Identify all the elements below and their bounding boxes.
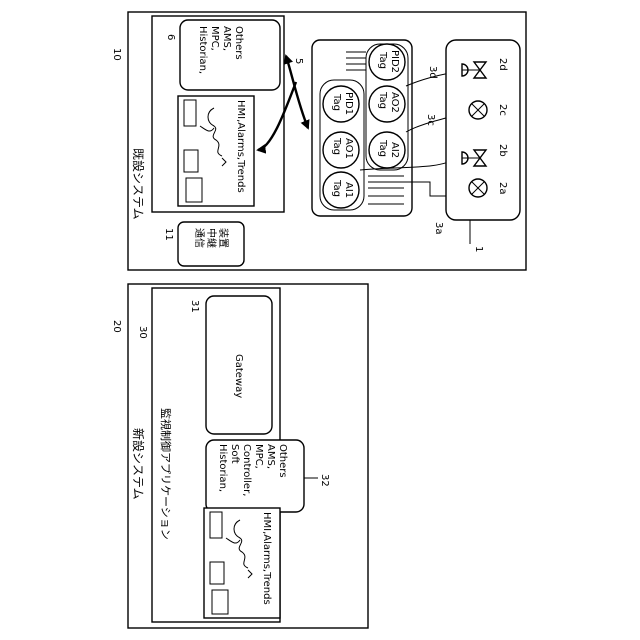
legacy-system-title: 既設システム xyxy=(131,148,146,220)
svg-text:AMS,: AMS, xyxy=(221,26,232,51)
svg-text:AMS,: AMS, xyxy=(265,444,276,469)
new-system-ref: 20 xyxy=(111,320,122,333)
wire-3a-ref: 3a xyxy=(433,222,444,235)
svg-text:Tag: Tag xyxy=(377,51,388,69)
svg-text:中継: 中継 xyxy=(205,228,218,248)
sensor-2c-icon xyxy=(469,101,487,119)
svg-text:AO2: AO2 xyxy=(389,92,400,113)
supervisory-app-ref: 30 xyxy=(137,326,148,339)
svg-text:Historian,: Historian, xyxy=(197,26,208,74)
svg-text:Historian,: Historian, xyxy=(217,444,228,492)
new-system-title: 新設システム xyxy=(131,428,146,500)
legacy-system: 10 既設システム 6 Historian, MPC, AMS, Others … xyxy=(111,12,526,270)
tag-ao1: Tag AO1 xyxy=(323,132,359,168)
svg-text:Tag: Tag xyxy=(331,93,342,111)
legacy-system-ref: 10 xyxy=(111,48,122,61)
svg-text:Controller,: Controller, xyxy=(241,444,252,496)
svg-text:Others: Others xyxy=(277,444,288,478)
device-2a-ref: 2a xyxy=(497,182,508,195)
tag-ao2: Tag AO2 xyxy=(369,86,405,122)
supervisory-app-title: 監視制御アプリケーション xyxy=(159,408,173,540)
svg-text:AI2: AI2 xyxy=(389,142,400,158)
gateway-ref: 31 xyxy=(189,300,200,313)
relay-device-text: 通信 中継 装置 xyxy=(193,228,230,248)
tag-ai1: Tag AI1 xyxy=(323,172,359,208)
sensor-2a-icon xyxy=(469,179,487,197)
svg-text:Tag: Tag xyxy=(377,91,388,109)
new-system: 20 新設システム 30 監視制御アプリケーション 31 Gateway 32 … xyxy=(111,284,368,628)
svg-text:PID1: PID1 xyxy=(343,92,354,115)
svg-text:AO1: AO1 xyxy=(343,138,354,159)
field-ref: 1 xyxy=(473,246,484,252)
svg-text:PID2: PID2 xyxy=(389,50,400,73)
legacy-applications-ref: 6 xyxy=(165,34,176,40)
tag-pid1: Tag PID1 xyxy=(323,86,359,122)
svg-text:Soft: Soft xyxy=(229,444,240,464)
tag-ai2: Tag AI2 xyxy=(369,132,405,168)
controller-ref: 5 xyxy=(293,58,304,64)
svg-text:MPC,: MPC, xyxy=(253,444,264,469)
device-2c-ref: 2c xyxy=(497,104,508,116)
svg-text:Others: Others xyxy=(233,26,244,60)
svg-text:AI1: AI1 xyxy=(343,182,354,198)
legacy-hmi-label: HMI,Alarms,Trends xyxy=(235,100,246,193)
new-hmi-label: HMI,Alarms,Trends xyxy=(261,512,272,605)
wire-3c-ref: 3c xyxy=(425,114,436,126)
device-2d-ref: 2d xyxy=(497,58,508,71)
svg-text:装置: 装置 xyxy=(217,228,230,248)
device-2b-ref: 2b xyxy=(497,144,508,157)
svg-text:通信: 通信 xyxy=(193,228,205,248)
new-applications-ref: 32 xyxy=(319,474,330,487)
svg-text:Tag: Tag xyxy=(331,179,342,197)
gateway-label: Gateway xyxy=(233,354,244,398)
tag-pid2: Tag PID2 xyxy=(369,44,405,80)
svg-text:Tag: Tag xyxy=(377,139,388,157)
svg-text:Tag: Tag xyxy=(331,137,342,155)
wire-3d-ref: 3d xyxy=(427,66,438,79)
relay-device-ref: 11 xyxy=(163,228,174,241)
svg-text:MPC,: MPC, xyxy=(209,26,220,51)
